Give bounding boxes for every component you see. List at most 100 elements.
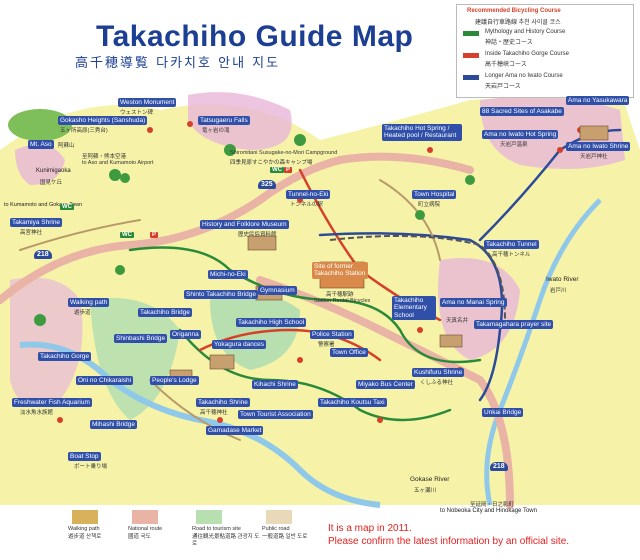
- route-sign-325: 325: [258, 180, 276, 189]
- label-gamadase: Gamadase Market: [206, 426, 264, 436]
- label-shinbashi: Shinbashi Bridge: [114, 334, 168, 344]
- label-tatsugaeru-jp: 竜ヶ岩の滝: [202, 128, 230, 134]
- tree-icon: [120, 173, 130, 183]
- building-icon: [439, 334, 463, 348]
- poi-dot: [417, 327, 423, 333]
- label-tatsugaeru: Tatsugaeru Falls: [198, 116, 250, 126]
- legend-header-local: 建議自行車路線 추천 사이클 코스: [475, 20, 561, 26]
- building-icon: [579, 125, 609, 141]
- label-kihachi: Kihachi Shrine: [252, 380, 298, 390]
- poi-dot: [557, 147, 563, 153]
- label-to-aso: to Aso and Kumamoto Airport: [82, 160, 154, 166]
- key-swatch-public: [266, 510, 292, 524]
- label-mihashi: Mihashi Bridge: [90, 420, 137, 430]
- label-freshwater-aquarium-jp: 淡水魚水族館: [20, 410, 54, 416]
- label-campground: Shiromitani Susugake-no-Mori Campground: [230, 150, 338, 156]
- label-walking-path: Walking path: [68, 298, 110, 308]
- label-origanna: Origanna: [170, 330, 201, 340]
- label-high-school: Takachiho High School: [236, 318, 307, 328]
- label-michi-no-eki: Michi-no-Eki: [208, 270, 248, 280]
- label-tunnel-no-eki-jp: トンネルの駅: [290, 202, 323, 208]
- label-elementary: Takachiho Elementary School: [392, 296, 436, 321]
- legend-item-1: Mythology and History Course: [485, 29, 566, 35]
- badge-wc-2: WC: [60, 204, 74, 210]
- poi-dot: [187, 121, 193, 127]
- label-former-station-jp: 高千穂駅跡: [326, 292, 354, 298]
- river-iwato: [484, 198, 602, 506]
- label-yokagura: Yokagura dances: [212, 340, 266, 350]
- label-police-jp: 警察署: [318, 342, 335, 348]
- label-iwato-shrine: Ama no Iwato Shrine: [566, 142, 631, 152]
- legend-swatch-red: [463, 53, 479, 58]
- tree-icon: [109, 169, 121, 181]
- map-subtitle: 高千穂導覧 다카치호 안내 지도: [75, 56, 281, 71]
- label-gokasho: Gokasho Heights (Sanshuda): [58, 116, 148, 126]
- label-rental-bicycles: Station Rental Bicycles: [314, 298, 371, 304]
- legend-item-3-local: 天岩戸コース: [485, 84, 521, 90]
- label-town-hospital: Town Hospital: [412, 190, 457, 200]
- key-public: Public road: [262, 526, 290, 532]
- label-takachiho-shrine: Takachiho Shrine: [196, 398, 250, 408]
- label-to-aso-jp: 至阿蘇・熊本空港: [82, 154, 127, 160]
- map-title: Takachiho Guide Map: [96, 20, 414, 53]
- label-takachiho-tunnel-jp: 高千穂トンネル: [492, 252, 531, 258]
- label-boat-stop-jp: ボート乗り場: [74, 464, 108, 470]
- tree-icon: [415, 210, 425, 220]
- label-gokase-river: Gokase River: [410, 476, 450, 483]
- label-iwato-river-jp: 岩戸川: [550, 288, 567, 294]
- label-boat-stop: Boat Stop: [68, 452, 101, 462]
- label-former-station: Site of former Takachiho Station: [312, 262, 368, 279]
- tree-icon: [294, 134, 306, 146]
- label-miyako-bus: Miyako Bus Center: [356, 380, 415, 390]
- label-hot-spring: Takachiho Hot Spring / Heated pool / Res…: [382, 124, 462, 141]
- label-weston-jp: ウェストン碑: [120, 110, 154, 116]
- label-kunimigaoka-jp: 国見ケ丘: [40, 180, 63, 186]
- road-national-south: [256, 276, 514, 509]
- label-campground-jp: 四季見原すこやかの森キャンプ場: [230, 160, 313, 166]
- area-green-center: [210, 292, 300, 370]
- label-shinto-bridge: Shinto Takachiho Bridge: [184, 290, 258, 300]
- legend-item-2-local: 高千穂峡コース: [485, 62, 527, 68]
- label-takamiya: Takamiya Shrine: [10, 218, 63, 228]
- label-mt-aso: Mt. Aso: [28, 140, 54, 150]
- label-takachiho-tunnel: Takachiho Tunnel: [484, 240, 539, 250]
- land-area: [0, 90, 640, 505]
- label-koutsu-taxi: Takachiho Koutsu Taxi: [318, 398, 387, 408]
- label-to-kumamoto: to Kumamoto and Gokase Town: [4, 202, 83, 208]
- tree-icon: [465, 175, 475, 185]
- key-walking-local: 遊步道 산책로: [68, 534, 102, 540]
- key-national: National route: [128, 526, 163, 532]
- poi-dot: [427, 147, 433, 153]
- key-swatch-national: [132, 510, 158, 524]
- poi-dot: [57, 417, 63, 423]
- tree-icon: [34, 314, 46, 326]
- route-sign-218-south: 218: [490, 462, 508, 471]
- legend-header: Recommended Bicycling Course: [467, 8, 561, 14]
- label-police: Police Station: [310, 330, 354, 340]
- label-gokase-river-jp: 五ヶ瀬川: [414, 488, 437, 494]
- label-iwato-hot-spring-jp: 天岩戸温泉: [500, 142, 528, 148]
- poi-dot: [377, 417, 383, 423]
- legend-item-1-local: 神話・歴史コース: [485, 40, 533, 46]
- key-swatch-walking: [72, 510, 98, 524]
- label-peoples-lodge: People's Lodge: [150, 376, 199, 386]
- railway: [329, 235, 506, 321]
- label-88-sacred: 88 Sacred Sites of Asakabe: [480, 107, 564, 117]
- key-tourism: Road to tourism site: [192, 526, 241, 532]
- label-tunnel-no-eki: Tunnel-no-Eki: [286, 190, 331, 200]
- label-unkai: Unkai Bridge: [482, 408, 524, 418]
- key-swatch-tourism: [196, 510, 222, 524]
- label-takamagahara: Takamagahara prayer site: [474, 320, 554, 330]
- label-mt-aso-jp: 阿蘇山: [58, 143, 75, 149]
- label-folklore-museum: History and Folklore Museum: [200, 220, 289, 230]
- label-to-nobeoka: to Nobeoka City and Hinokage Town: [440, 508, 537, 514]
- label-takamiya-jp: 高宮神社: [20, 230, 43, 236]
- label-folklore-museum-jp: 歴史民俗資料館: [238, 232, 277, 238]
- area-pink-southwest: [10, 277, 83, 407]
- badge-wc: WC: [270, 167, 284, 173]
- label-town-office: Town Office: [330, 348, 368, 358]
- label-freshwater-aquarium: Freshwater Fish Aquarium: [12, 398, 92, 408]
- legend-item-2: Inside Takachiho Gorge Course: [485, 51, 569, 57]
- label-tourist-association: Town Tourist Association: [238, 410, 313, 420]
- label-takachiho-gorge: Takachiho Gorge: [38, 352, 92, 362]
